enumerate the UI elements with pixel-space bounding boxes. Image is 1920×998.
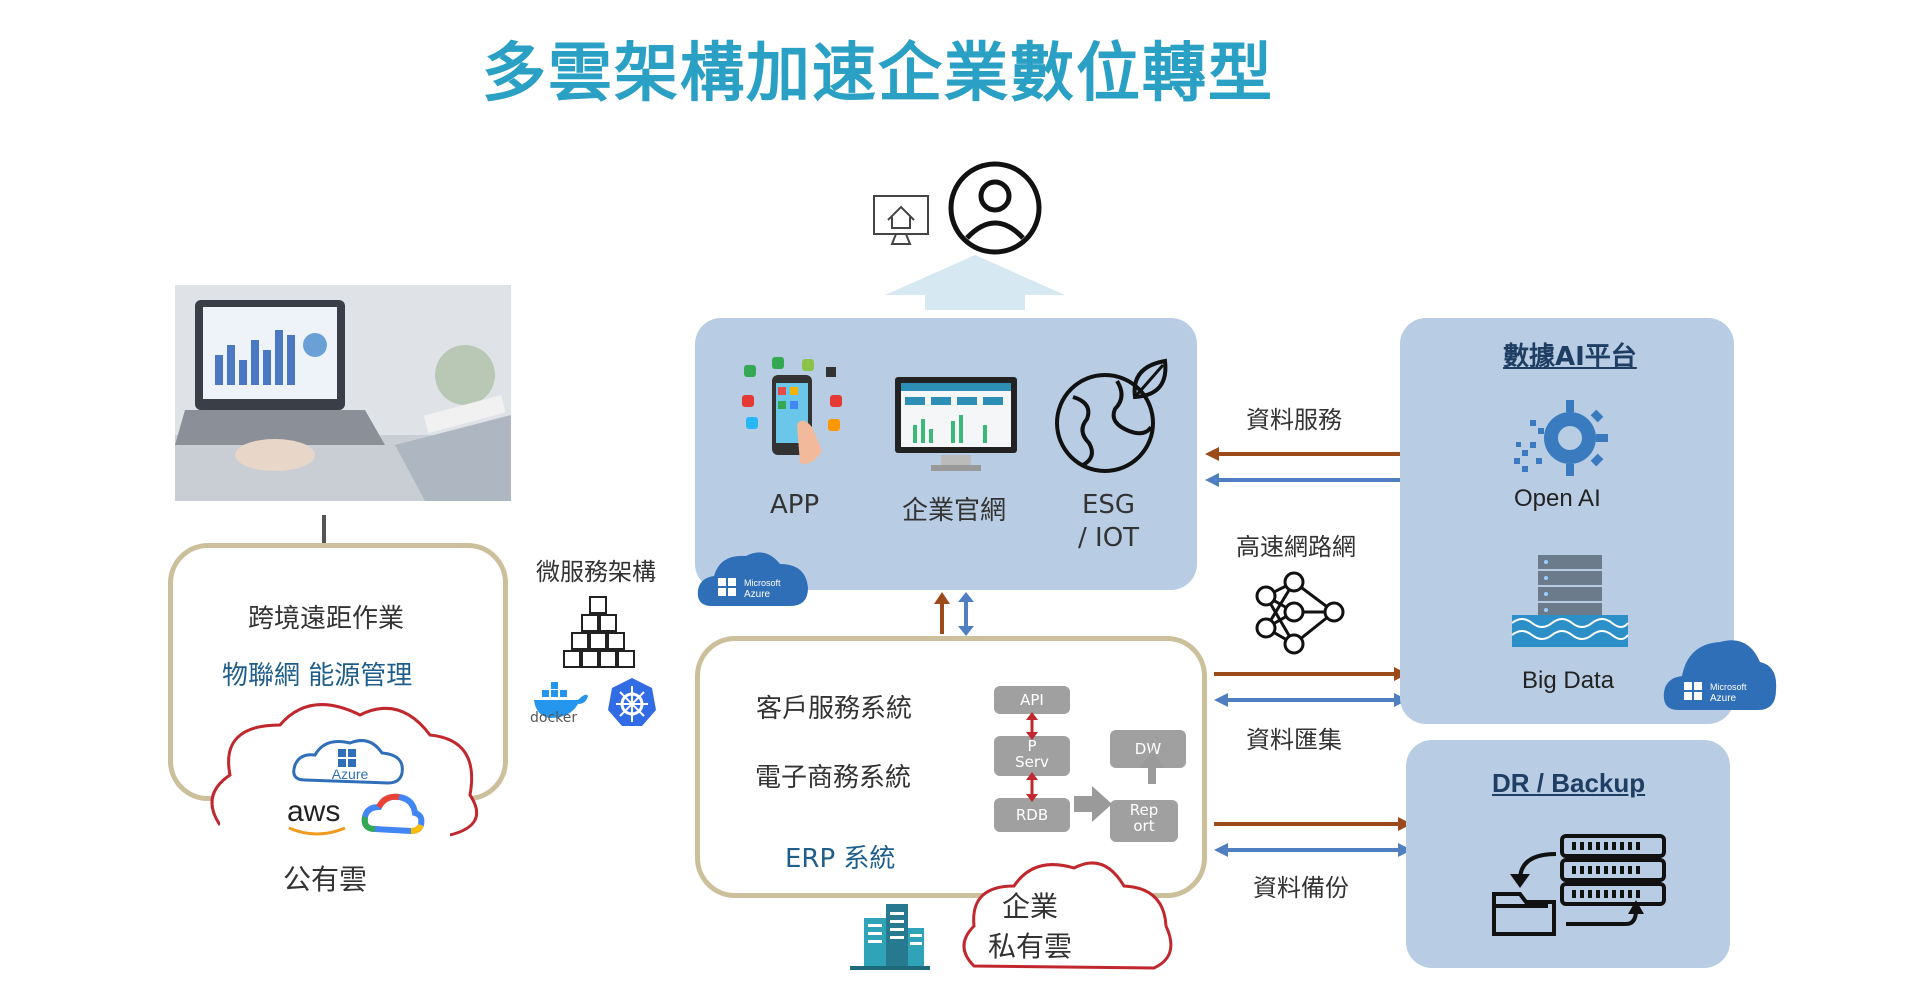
ai-platform-panel [1400,318,1734,724]
enterprise-building-icon [850,904,930,970]
open-ai-label: Open AI [1514,485,1601,512]
user-output-group [873,161,1065,310]
data-service-label: 資料服務 [1246,406,1342,434]
customer-service-label: 客戶服務系統 [756,694,913,724]
erp-label: ERP 系統 [785,844,896,874]
google-cloud-icon [361,793,425,835]
data-collect-arrows [1214,667,1408,707]
docker-label: docker [530,710,578,726]
iot-label: / IOT [1078,523,1140,553]
data-backup-label: 資料備份 [1253,874,1349,902]
app-phone-icon [742,357,842,464]
private-cloud-label-1: 企業 [1002,890,1059,923]
svg-text:Microsoft: Microsoft [1710,682,1747,692]
output-up-arrow [885,255,1065,310]
azure-logo: Azure [292,739,404,785]
pserv-chip: P Serv [994,736,1070,776]
data-collect-label: 資料匯集 [1246,726,1342,754]
ecommerce-label: 電子商務系統 [755,763,912,793]
svg-text:Azure: Azure [1710,693,1737,704]
microservice-cubes-icon [563,596,635,668]
big-data-label: Big Data [1522,667,1615,694]
website-label: 企業官網 [902,496,1007,526]
app-label: APP [770,490,820,520]
data-service-arrows [1205,447,1401,487]
remote-work-photo [175,285,511,501]
esg-globe-icon [1055,358,1168,473]
microservice-label: 微服務架構 [536,558,656,586]
ai-platform-title: 數據AI平台 [1503,342,1637,372]
azure-cloud-badge-right: Microsoft Azure [1663,640,1777,710]
aws-smile-icon [288,826,346,836]
dr-backup-title: DR / Backup [1492,768,1646,798]
rdb-chip: RDB [994,798,1070,832]
data-backup-arrows [1214,817,1412,857]
azure-text: Azure [332,766,369,782]
open-ai-gear-icon [1514,400,1608,476]
page-title: 多雲架構加速企業數位轉型 [482,37,1274,111]
svg-text:Azure: Azure [744,589,771,600]
remote-work-label: 跨境遠距作業 [248,604,405,634]
private-flow-arrows [1026,712,1164,822]
neural-network-icon [1255,571,1345,655]
user-icon [948,161,1042,255]
private-cloud-label-2: 私有雲 [988,930,1073,963]
svg-text:Microsoft: Microsoft [744,578,781,588]
docker-icon [534,682,588,718]
private-cloud-shape [962,861,1173,970]
api-chip: API [994,686,1070,714]
aws-logo: aws [287,795,341,828]
front-private-arrows [934,592,974,636]
backup-server-icon [1492,834,1666,936]
kubernetes-icon [608,678,656,726]
esg-label: ESG [1082,490,1136,520]
big-data-server-icon [1511,555,1629,647]
report-chip: Rep ort [1110,800,1178,842]
azure-cloud-badge-left: Microsoft Azure [697,552,808,606]
high-speed-network-label: 高速網路網 [1236,533,1356,561]
public-cloud-label: 公有雲 [283,863,368,896]
iot-energy-label: 物聯網 能源管理 [222,661,413,691]
monitor-home-icon [873,195,929,245]
website-monitor-icon [895,377,1017,471]
